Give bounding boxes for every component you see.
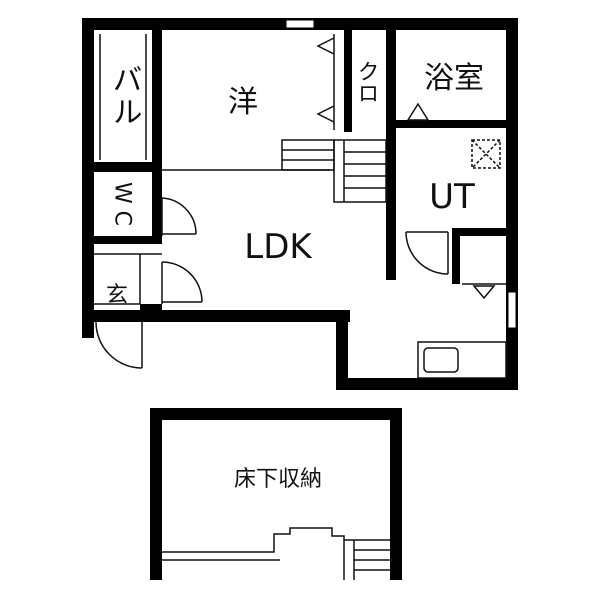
door-swings <box>95 197 449 369</box>
upper-interior-walls <box>94 30 506 316</box>
upper-stairs <box>281 139 387 203</box>
room-label-closet: クロ <box>354 60 379 104</box>
kitchen-sink <box>417 341 507 379</box>
underfloor-lines <box>162 527 390 580</box>
room-label-bath: 浴室 <box>424 61 484 96</box>
underfloor-walls <box>150 408 402 580</box>
room-label-utility: UT <box>429 177 475 217</box>
window <box>507 291 517 329</box>
room-label-entrance: 玄 <box>106 283 128 308</box>
room-label-western: 洋 <box>228 85 258 120</box>
window <box>285 19 315 29</box>
room-label-balcony: バル <box>107 64 142 128</box>
room-label-ldk: LDK <box>244 227 313 267</box>
thin-lines <box>94 34 506 305</box>
room-label-wc: W C <box>110 182 135 226</box>
room-label-underfloor: 床下収納 <box>234 467 322 492</box>
